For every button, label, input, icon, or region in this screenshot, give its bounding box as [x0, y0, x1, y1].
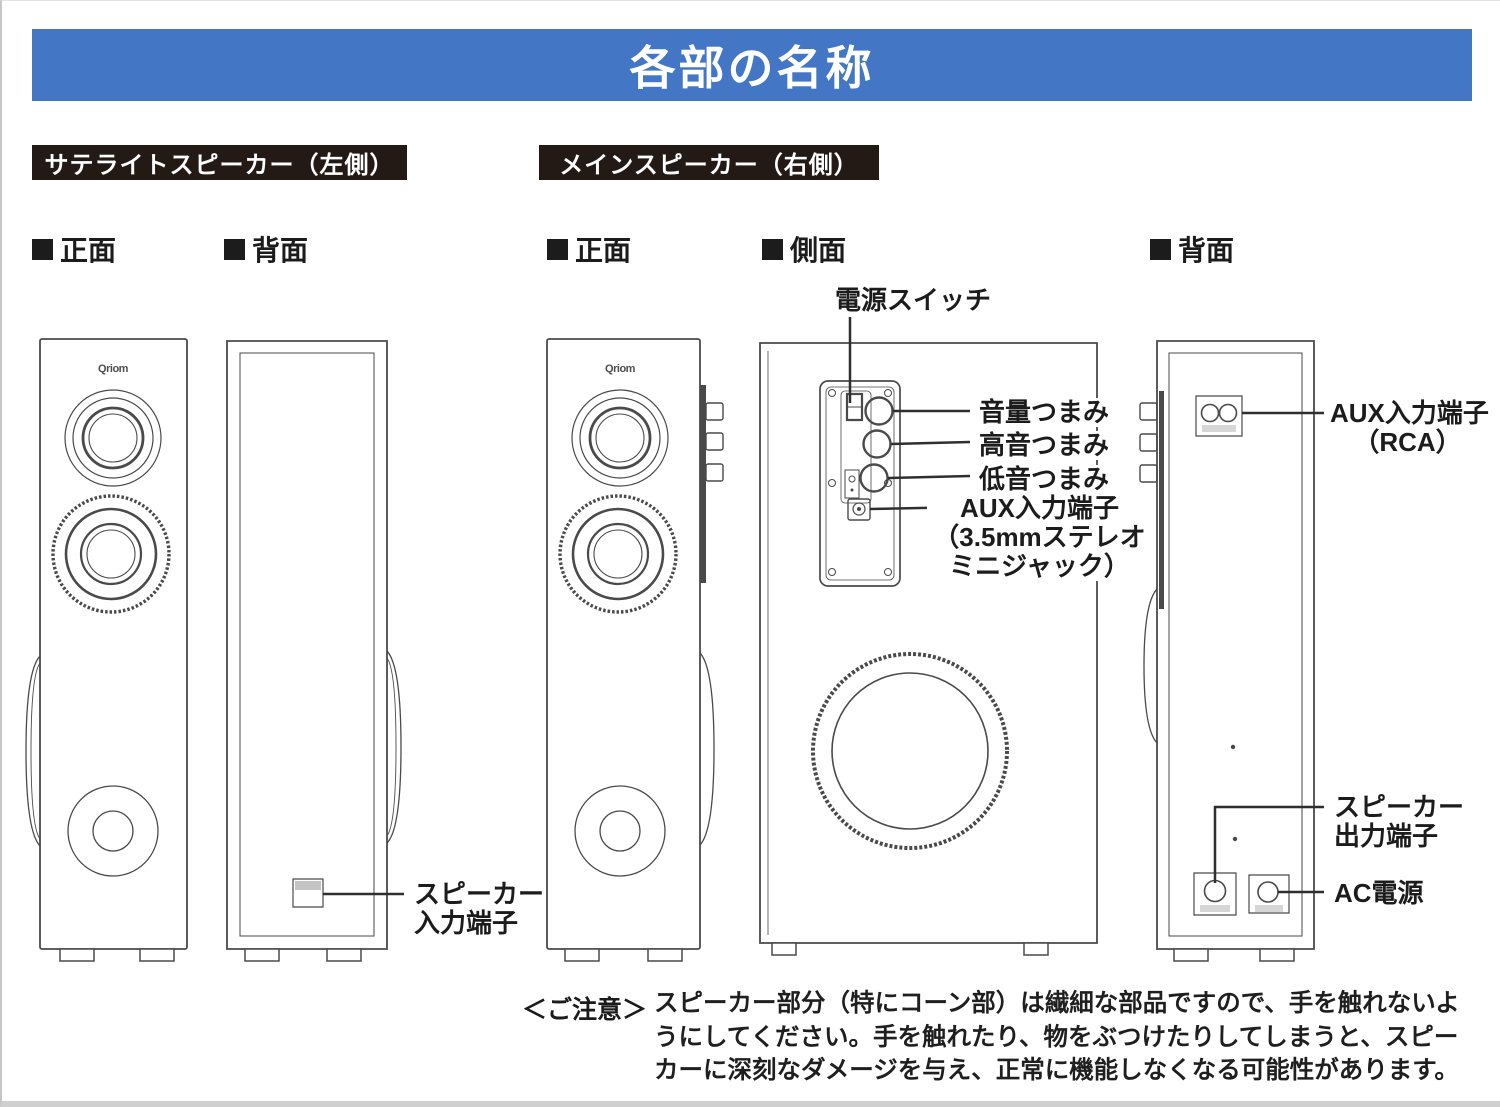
section-marker	[224, 238, 245, 260]
control-panel	[820, 381, 900, 586]
section-marker	[1150, 238, 1171, 260]
volume-knob	[866, 398, 893, 425]
main-side-drawing	[760, 317, 1097, 955]
front-edge-strip	[700, 385, 706, 583]
satellite-section-bar: サテライトスピーカー（左側）	[32, 145, 407, 180]
callout-speaker-output: スピーカー 出力端子	[1334, 792, 1465, 851]
note-line-2: うにしてください。手を触れたり、物をぶつけたりしてしまうと、スピー	[654, 1023, 1459, 1051]
main-back-drawing	[1140, 341, 1324, 961]
callout-treble-knob: 高音つまみ	[979, 430, 1110, 460]
aux-mini-jack	[848, 499, 870, 520]
brand-logo: Qriom	[98, 363, 128, 375]
side-leader-lines	[850, 317, 970, 509]
side-woofer	[813, 654, 1007, 848]
section-marker	[32, 238, 53, 260]
satellite-woofer	[53, 496, 169, 612]
satellite-back-drawing	[227, 341, 404, 961]
callout-power-switch: 電源スイッチ	[835, 285, 992, 315]
main-section-bar: メインスピーカー（右側）	[539, 145, 879, 180]
main-bass-port	[575, 786, 665, 876]
power-switch	[847, 394, 862, 420]
view-label-satellite-back: 背面	[224, 229, 308, 269]
note-body: スピーカー部分（特にコーン部）は繊細な部品ですので、手を触れないよ うにしてくだ…	[654, 987, 1460, 1088]
page-header: 各部の名称	[32, 29, 1472, 101]
main-tweeter	[572, 390, 668, 486]
callout-speaker-input: スピーカー 入力端子	[414, 879, 545, 938]
view-label-satellite-front: 正面	[32, 229, 116, 269]
callout-aux-mini: AUX入力端子 （3.5mmステレオ ミニジャック）	[927, 494, 1152, 581]
section-marker	[547, 238, 568, 260]
satellite-section-title: サテライトスピーカー（左側）	[44, 152, 395, 179]
ac-terminal	[1249, 875, 1289, 913]
satellite-tweeter	[65, 390, 161, 486]
section-marker	[762, 238, 783, 260]
note-label: ＜ご注意＞	[522, 996, 648, 1024]
callout-aux-rca: AUX入力端子 （RCA）	[1330, 398, 1489, 457]
front-edge-knobs	[706, 403, 723, 481]
aux-rca-terminal	[1196, 396, 1242, 436]
page-title: 各部の名称	[629, 42, 875, 94]
main-section-title: メインスピーカー（右側）	[559, 152, 859, 179]
view-label-main-front: 正面	[547, 229, 631, 269]
callout-volume-knob: 音量つまみ	[979, 397, 1110, 427]
treble-knob	[864, 431, 891, 458]
note-line-1: スピーカー部分（特にコーン部）は繊細な部品ですので、手を触れないよ	[654, 990, 1460, 1017]
bass-knob	[861, 465, 888, 492]
speaker-input-terminal	[293, 879, 323, 907]
satellite-front-drawing	[26, 339, 187, 961]
callout-ac-power: AC電源	[1334, 878, 1424, 908]
back-edge-knobs	[1140, 403, 1157, 482]
view-label-main-back: 背面	[1150, 229, 1234, 269]
view-label-main-side: 側面	[762, 229, 846, 269]
satellite-bass-port	[68, 786, 158, 876]
callout-bass-knob: 低音つまみ	[979, 464, 1110, 494]
main-woofer	[560, 496, 676, 612]
back-leader-lines	[1215, 413, 1324, 892]
brand-logo: Qriom	[605, 363, 635, 375]
note-line-3: カーに深刻なダメージを与え、正常に機能しなくなる可能性があります。	[654, 1057, 1459, 1084]
main-front-drawing	[547, 339, 723, 961]
